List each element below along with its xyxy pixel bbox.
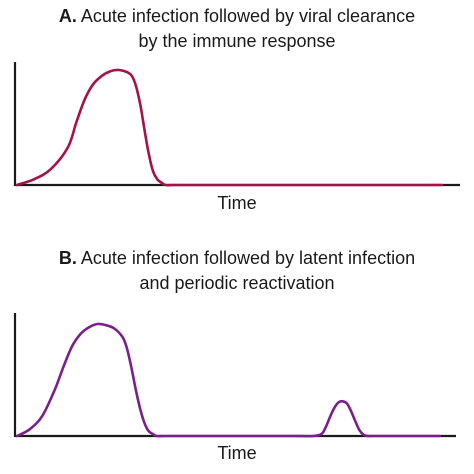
panel-a: A. Acute infection followed by viral cle… [0,0,474,222]
chart-title-b-letter: B. [58,248,77,268]
x-axis-label-b: Time [217,443,257,463]
chart-title-a: A. Acute infection followed by viral cle… [0,4,474,54]
chart-a [13,62,460,187]
chart-b [13,313,456,438]
chart-title-a-line1: A. Acute infection followed by viral cle… [0,4,474,29]
series-line-b-0 [15,322,442,438]
x-axis-label-a: Time [217,193,257,213]
chart-title-a-text: Acute infection followed by viral cleara… [80,6,416,26]
chart-title-b: B. Acute infection followed by latent in… [0,246,474,296]
chart-title-b-line1: B. Acute infection followed by latent in… [0,246,474,271]
panel-b: B. Acute infection followed by latent in… [0,240,474,474]
chart-title-a-letter: A. [58,6,77,26]
chart-title-a-line2: by the immune response [138,31,336,51]
chart-title-b-line2: and periodic reactivation [139,273,335,293]
series-line-a-0 [15,68,444,187]
chart-title-b-text: Acute infection followed by latent infec… [80,248,416,268]
